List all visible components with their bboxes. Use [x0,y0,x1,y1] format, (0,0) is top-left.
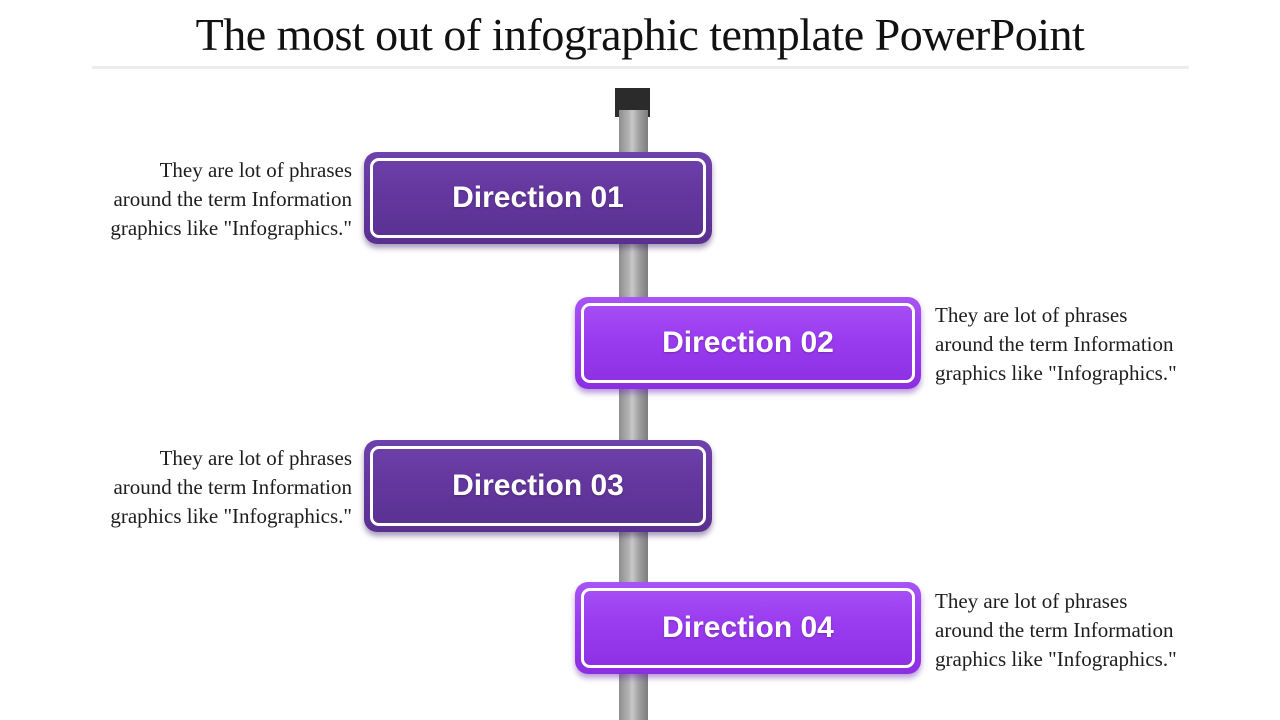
description-block-4: They are lot of phrases around the term … [935,587,1245,674]
sign-label: Direction 01 [452,181,624,214]
description-line: graphics like "Infographics." [110,216,352,240]
direction-sign-03: Direction 03 [364,440,712,532]
description-line: around the term Information [113,187,352,211]
description-line: They are lot of phrases [935,589,1128,613]
description-line: graphics like "Infographics." [110,504,352,528]
title-divider [92,66,1189,69]
direction-sign-02: Direction 02 [575,297,921,389]
description-line: around the term Information [113,475,352,499]
description-line: around the term Information [935,618,1174,642]
description-line: They are lot of phrases [159,446,352,470]
sign-label: Direction 02 [662,326,834,359]
description-line: around the term Information [935,332,1174,356]
description-block-2: They are lot of phrases around the term … [935,301,1245,388]
description-line: They are lot of phrases [159,158,352,182]
direction-sign-01: Direction 01 [364,152,712,244]
description-line: graphics like "Infographics." [935,361,1177,385]
sign-label: Direction 04 [662,611,834,644]
description-block-1: They are lot of phrases around the term … [40,156,352,243]
description-line: They are lot of phrases [935,303,1128,327]
slide-title: The most out of infographic template Pow… [195,9,1085,60]
description-line: graphics like "Infographics." [935,647,1177,671]
sign-label: Direction 03 [452,469,624,502]
description-block-3: They are lot of phrases around the term … [40,444,352,531]
direction-sign-04: Direction 04 [575,582,921,674]
